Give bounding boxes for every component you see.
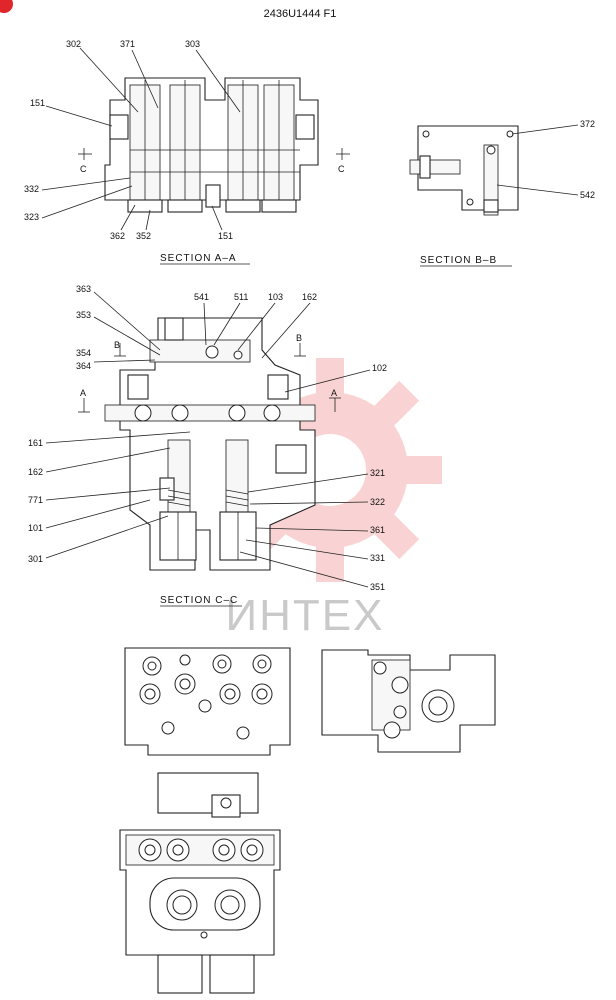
section-mark-b-left: B bbox=[114, 340, 120, 350]
section-aa-view: 302 371 303 151 332 323 362 352 151 C C … bbox=[24, 39, 350, 265]
callout-cc-331: 331 bbox=[370, 553, 385, 563]
callout-cc-301: 301 bbox=[28, 554, 43, 564]
callout-cc-354: 354 bbox=[76, 348, 91, 358]
callout-cc-103: 103 bbox=[268, 292, 283, 302]
section-mark-c-left: C bbox=[80, 164, 87, 174]
callout-bb-542: 542 bbox=[580, 190, 595, 200]
section-mark-c-right: C bbox=[338, 164, 345, 174]
callout-aa-362: 362 bbox=[110, 231, 125, 241]
section-aa-label: SECTION A–A bbox=[160, 253, 237, 264]
callout-cc-771: 771 bbox=[28, 495, 43, 505]
callout-cc-102: 102 bbox=[372, 363, 387, 373]
section-mark-b-right: B bbox=[296, 333, 302, 343]
callout-cc-361: 361 bbox=[370, 525, 385, 535]
section-mark-a-left: A bbox=[80, 388, 86, 398]
callout-cc-162-top: 162 bbox=[302, 292, 317, 302]
section-cc-view: 363 541 511 103 162 353 354 364 102 161 … bbox=[28, 284, 387, 607]
side-view bbox=[321, 649, 496, 753]
callout-aa-371: 371 bbox=[120, 39, 135, 49]
callout-cc-101: 101 bbox=[28, 523, 43, 533]
callout-cc-162-left: 162 bbox=[28, 467, 43, 477]
section-bb-label: SECTION B–B bbox=[420, 255, 497, 266]
callout-aa-352: 352 bbox=[136, 231, 151, 241]
callout-aa-302: 302 bbox=[66, 39, 81, 49]
callout-aa-323: 323 bbox=[24, 212, 39, 222]
callout-cc-353: 353 bbox=[76, 310, 91, 320]
front-view bbox=[124, 647, 291, 756]
callout-cc-363: 363 bbox=[76, 284, 91, 294]
callout-cc-364: 364 bbox=[76, 361, 91, 371]
callout-cc-322: 322 bbox=[370, 497, 385, 507]
watermark-text: ИНТЕХ bbox=[226, 591, 385, 640]
drawing-title: 2436U1444 F1 bbox=[264, 8, 337, 20]
callout-aa-151-top: 151 bbox=[30, 98, 45, 108]
callout-cc-161: 161 bbox=[28, 438, 43, 448]
callout-bb-372: 372 bbox=[580, 119, 595, 129]
callout-aa-332: 332 bbox=[24, 184, 39, 194]
section-cc-label: SECTION C–C bbox=[160, 595, 238, 606]
callout-cc-541: 541 bbox=[194, 292, 209, 302]
section-mark-a-right: A bbox=[331, 388, 337, 398]
callout-aa-303: 303 bbox=[185, 39, 200, 49]
section-bb-view: 372 542 SECTION B–B bbox=[409, 119, 595, 267]
callout-cc-321: 321 bbox=[370, 468, 385, 478]
corner-logo-icon bbox=[0, 0, 13, 13]
callout-cc-351: 351 bbox=[370, 582, 385, 592]
callout-aa-151-bottom: 151 bbox=[218, 231, 233, 241]
callout-cc-511: 511 bbox=[234, 292, 248, 302]
bottom-view bbox=[119, 772, 281, 994]
